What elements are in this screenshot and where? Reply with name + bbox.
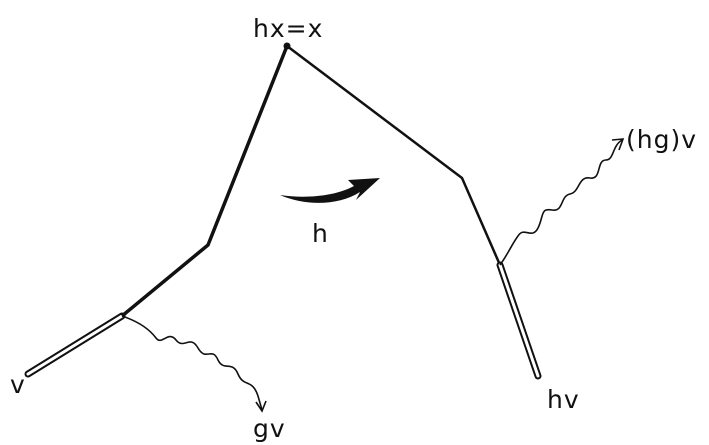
left-geodesic	[24, 45, 289, 378]
wavy-arrow-gv	[121, 315, 267, 413]
fixed-point-label: hx=x	[253, 14, 323, 43]
hgv-label: (hg)v	[626, 125, 697, 154]
right-geodesic	[286, 45, 542, 380]
fixed-point-dot	[283, 42, 291, 50]
gv-label: gv	[253, 414, 286, 443]
wavy-arrow-hgv	[499, 138, 625, 266]
hv-label: hv	[547, 385, 580, 414]
action-label: h	[312, 219, 329, 248]
start-point-label: v	[10, 370, 26, 399]
action-arrow	[280, 178, 380, 203]
